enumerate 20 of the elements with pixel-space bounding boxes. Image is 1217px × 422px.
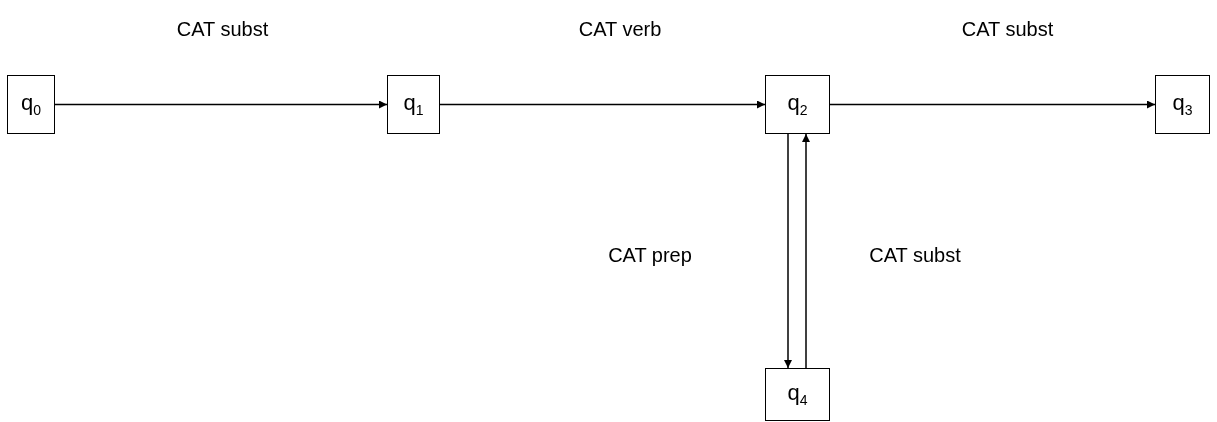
state-label: q$_{4}$ (787, 380, 808, 409)
state-label: q$_{0}$ (20, 90, 41, 119)
state-box (765, 75, 830, 134)
arrow (439, 100, 766, 109)
edge-label: CAT subst (961, 17, 1054, 41)
state-box (1155, 75, 1210, 134)
state-box (387, 75, 440, 134)
state-box (765, 368, 830, 421)
arrow (829, 100, 1156, 109)
arrow (784, 133, 792, 369)
state-label: q$_{3}$ (1172, 90, 1193, 119)
edge-label: CAT prep (608, 244, 692, 267)
state-box (7, 75, 55, 134)
edge-label: CAT subst (176, 17, 269, 41)
arrow (802, 133, 810, 369)
state-label: q$_{2}$ (787, 90, 808, 119)
edge-label: CAT verb (578, 17, 662, 41)
state-label: q$_{1}$ (403, 90, 424, 119)
arrow (54, 100, 388, 109)
edge-label: CAT subst (869, 244, 961, 267)
